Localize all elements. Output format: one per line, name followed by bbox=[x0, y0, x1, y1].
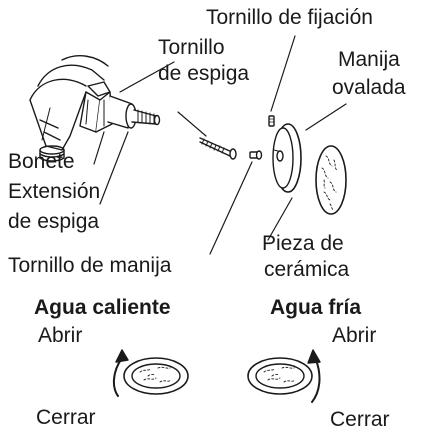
hot-close-label: Cerrar bbox=[36, 406, 96, 429]
leader-lines bbox=[93, 35, 347, 255]
label-handle-screw: Tornillo de manija bbox=[8, 254, 172, 277]
set-screw bbox=[268, 115, 275, 127]
oval-handle bbox=[272, 123, 302, 193]
label-ceramic-piece-line1: Pieza de bbox=[262, 232, 344, 255]
cold-close-label: Cerrar bbox=[330, 408, 390, 431]
cold-open-label: Abrir bbox=[332, 324, 377, 347]
hot-handle-top-view bbox=[123, 357, 189, 395]
cold-rotation-arrow bbox=[307, 349, 321, 403]
label-stem-extension-line1: Extensión bbox=[8, 180, 101, 203]
hot-open-label: Abrir bbox=[38, 324, 83, 347]
hot-rotation-arrow bbox=[112, 349, 129, 397]
label-stem-screw-line2: de espiga bbox=[158, 62, 250, 85]
label-oval-handle-line1: Manija bbox=[338, 48, 400, 71]
hot-water-title: Agua caliente bbox=[34, 296, 171, 319]
label-ceramic-piece-line2: cerámica bbox=[264, 258, 350, 281]
label-set-screw: Tornillo de fijación bbox=[206, 6, 373, 29]
label-oval-handle-line2: ovalada bbox=[332, 76, 406, 99]
label-stem-screw-line1: Tornillo bbox=[158, 36, 225, 59]
cold-water-title: Agua fría bbox=[270, 296, 362, 319]
stem-screw bbox=[199, 137, 237, 160]
label-stem-extension-line2: de espiga bbox=[8, 210, 100, 233]
bonnet bbox=[79, 81, 113, 133]
ceramic-piece bbox=[315, 145, 347, 215]
stem-extension bbox=[107, 95, 161, 129]
cold-handle-top-view bbox=[247, 357, 313, 395]
faucet-body bbox=[29, 55, 109, 162]
handle-screw bbox=[249, 150, 263, 160]
label-bonnet: Bonete bbox=[8, 150, 75, 173]
